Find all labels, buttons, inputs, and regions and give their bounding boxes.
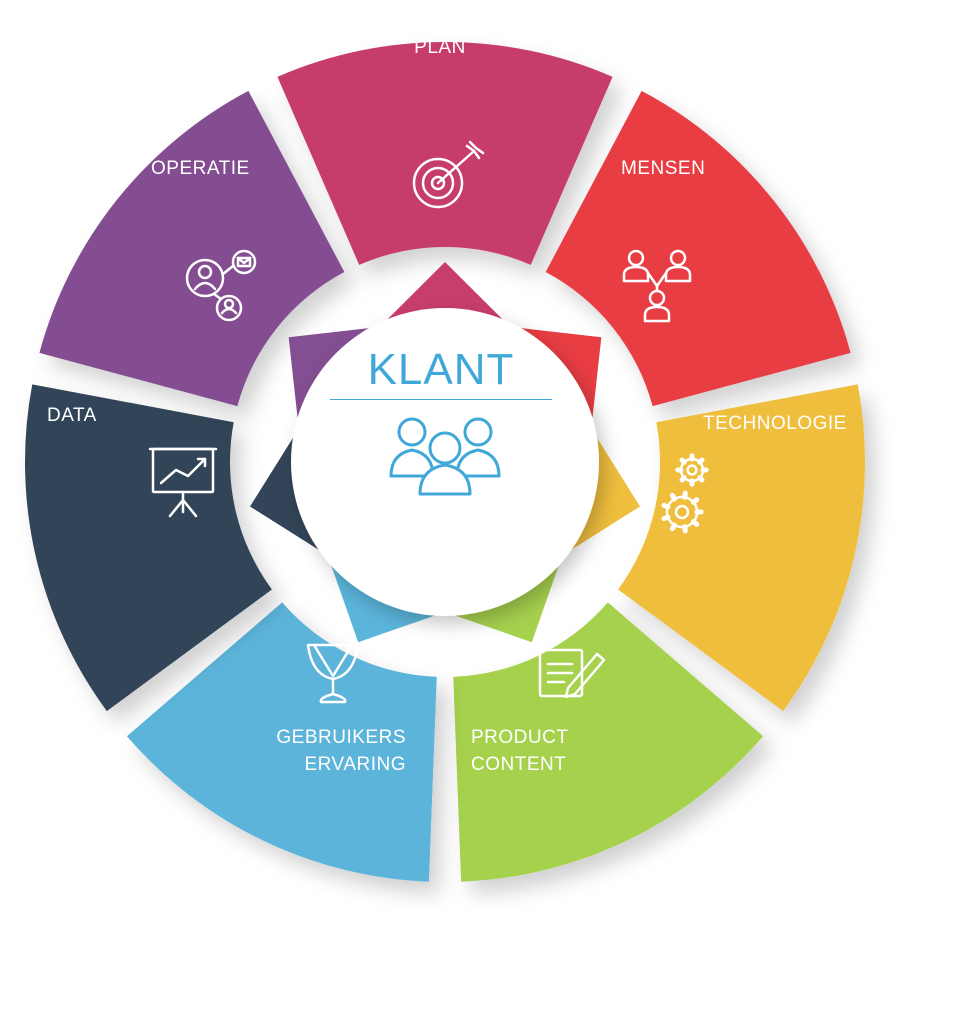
- segment-gebruikers-ervaring: [126, 602, 437, 882]
- segment-mensen: [545, 90, 851, 407]
- center-title: KLANT: [367, 345, 515, 394]
- segment-plan: [277, 42, 613, 265]
- people-network-icon: [622, 249, 692, 323]
- trophy-icon: [306, 643, 360, 704]
- segment-label-product-content: PRODUCT CONTENT: [471, 727, 569, 775]
- segment-label-plan: PLAN: [414, 37, 466, 58]
- target-icon: [412, 140, 485, 209]
- gears-icon: [661, 453, 709, 534]
- network-nodes-icon: [185, 249, 257, 322]
- segment-data: [25, 384, 272, 712]
- segment-label-technologie: TECHNOLOGIE: [703, 413, 847, 434]
- segment-label-data: DATA: [47, 405, 97, 426]
- icons-layer: [148, 140, 709, 704]
- segment-operatie: [39, 90, 345, 407]
- segments-layer: [25, 42, 865, 882]
- segment-technologie: [618, 384, 865, 712]
- customers-group-icon: [389, 417, 501, 496]
- segment-label-operatie: OPERATIE: [151, 158, 250, 179]
- segment-label-mensen: MENSEN: [621, 158, 706, 179]
- presentation-chart-icon: [148, 447, 218, 518]
- document-pen-icon: [538, 648, 606, 699]
- segment-label-gebruikers-ervaring: GEBRUIKERS ERVARING: [276, 727, 406, 775]
- star-point-plan: [379, 262, 511, 327]
- segment-product-content: [453, 602, 764, 882]
- center-title-rule: [330, 399, 552, 400]
